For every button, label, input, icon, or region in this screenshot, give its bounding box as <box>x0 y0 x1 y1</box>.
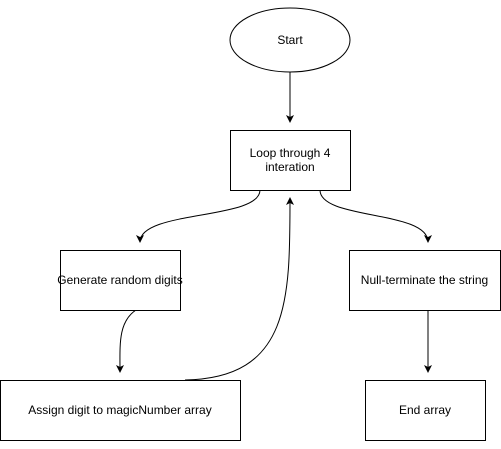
node-box <box>60 250 181 311</box>
node-start[interactable]: Start <box>229 7 351 73</box>
edge-loop-to-generate <box>136 189 261 243</box>
node-label: interation <box>265 160 314 174</box>
edges-layer <box>115 72 432 381</box>
node-label: Null-terminate the string <box>361 273 488 287</box>
node-box <box>365 380 486 441</box>
edge-assign-to-loop <box>184 197 294 381</box>
node-assign[interactable]: Assign digit to magicNumber array <box>0 380 241 441</box>
edge-generate-to-assign <box>115 309 137 373</box>
node-ellipse <box>229 7 351 73</box>
node-label: Assign digit to magicNumber array <box>28 403 211 417</box>
node-end[interactable]: End array <box>365 380 486 441</box>
node-label: End array <box>399 403 451 417</box>
node-box <box>349 250 501 311</box>
edge-loop-to-null_term <box>319 189 432 243</box>
node-box <box>0 380 241 441</box>
node-label: Loop through 4 <box>250 146 331 160</box>
node-label: Start <box>277 33 303 47</box>
node-generate[interactable]: Generate random digits <box>57 250 183 311</box>
node-box <box>230 130 351 191</box>
node-label: Generate random digits <box>57 273 182 287</box>
node-null-term[interactable]: Null-terminate the string <box>349 250 501 311</box>
